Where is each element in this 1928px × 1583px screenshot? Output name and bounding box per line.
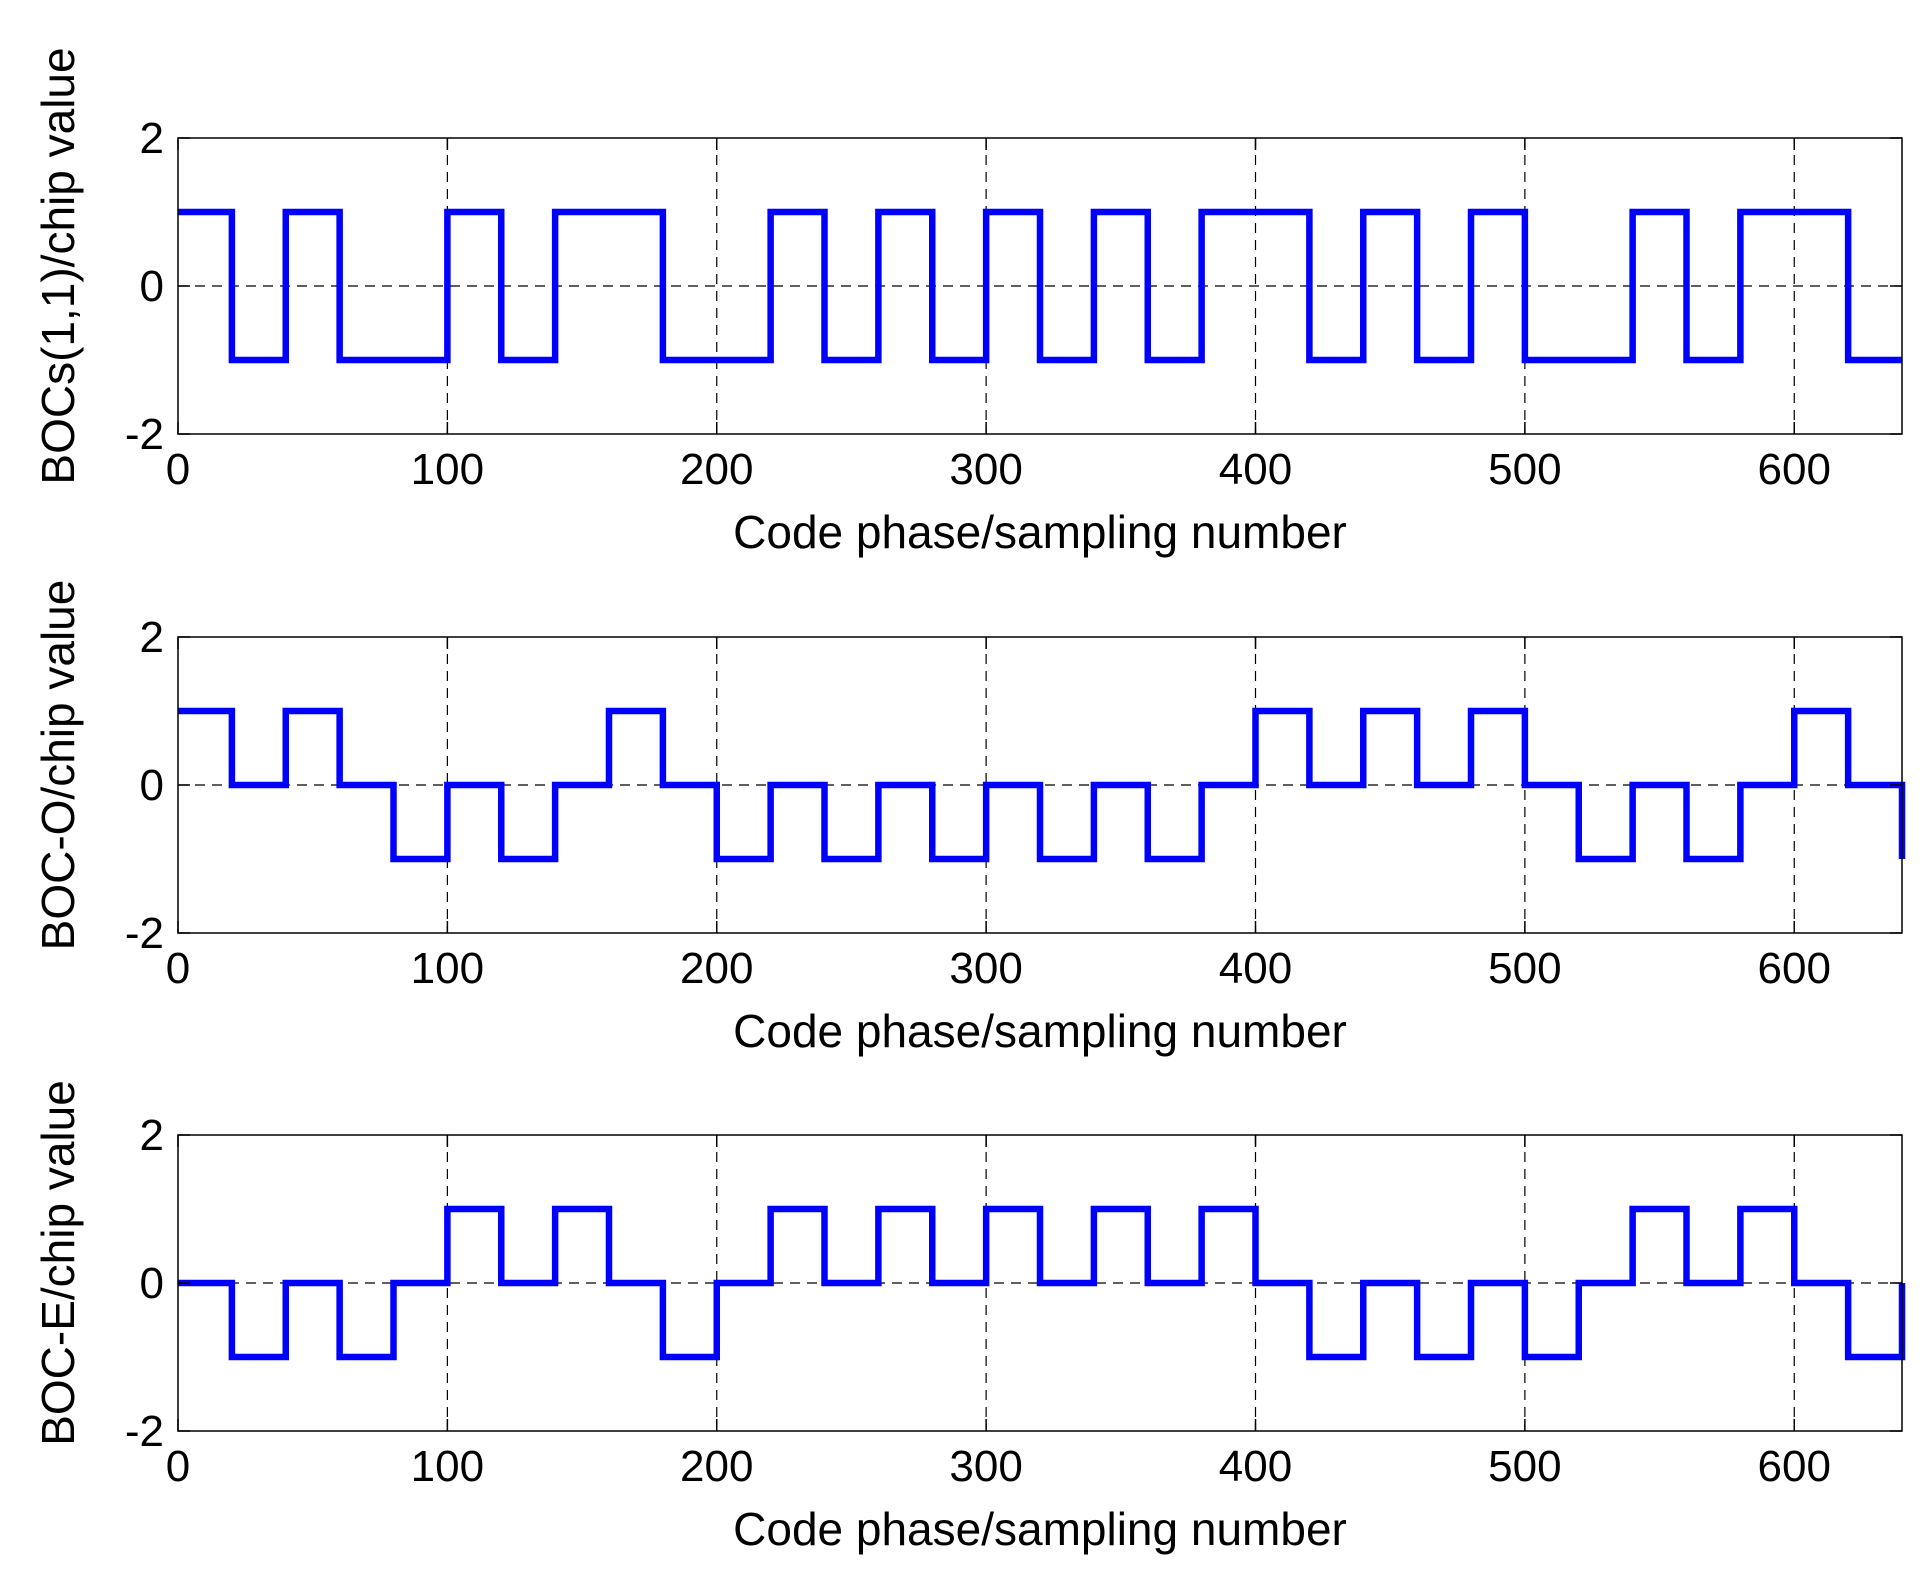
x-tick-label: 600 xyxy=(1758,445,1831,494)
x-tick-label: 0 xyxy=(166,445,190,494)
x-tick-label: 200 xyxy=(680,445,753,494)
series-layer xyxy=(178,707,1906,863)
tick-marks xyxy=(177,636,1902,934)
x-tick-label: 400 xyxy=(1219,445,1292,494)
x-tick-label: 200 xyxy=(680,944,753,993)
y-axis-label: BOC-O/chip value xyxy=(32,580,84,951)
x-tick-label: 100 xyxy=(411,944,484,993)
grid-lines xyxy=(178,637,1902,933)
x-tick-label: 500 xyxy=(1488,944,1561,993)
x-tick-label: 0 xyxy=(166,944,190,993)
x-tick-label: 500 xyxy=(1488,1442,1561,1491)
x-tick-label: 600 xyxy=(1758,1442,1831,1491)
y-tick-label: 0 xyxy=(140,761,164,810)
tick-marks xyxy=(177,137,1902,435)
series-line-boc-o xyxy=(178,707,1906,863)
x-tick-label: 300 xyxy=(949,1442,1022,1491)
y-tick-label: -2 xyxy=(125,1407,164,1456)
x-axis-label: Code phase/sampling number xyxy=(733,1005,1347,1057)
x-tick-label: 200 xyxy=(680,1442,753,1491)
x-tick-label: 500 xyxy=(1488,445,1561,494)
x-tick-label: 300 xyxy=(949,944,1022,993)
x-axis-label: Code phase/sampling number xyxy=(733,506,1347,558)
y-tick-labels: -2 0 2 xyxy=(125,114,164,459)
x-axis-label: Code phase/sampling number xyxy=(733,1503,1347,1555)
x-tick-label: 400 xyxy=(1219,1442,1292,1491)
y-tick-label: -2 xyxy=(125,410,164,459)
y-axis-label: BOCs(1,1)/chip value xyxy=(32,47,84,484)
y-tick-label: -2 xyxy=(125,909,164,958)
series-layer xyxy=(178,1205,1906,1361)
series-line-bocs xyxy=(178,208,1902,364)
y-tick-label: 2 xyxy=(140,613,164,662)
x-tick-labels: 0 100 200 300 400 500 600 xyxy=(166,445,1831,494)
x-tick-label: 300 xyxy=(949,445,1022,494)
x-tick-label: 600 xyxy=(1758,944,1831,993)
y-tick-label: 2 xyxy=(140,114,164,163)
x-tick-labels: 0 100 200 300 400 500 600 xyxy=(166,1442,1831,1491)
x-tick-labels: 0 100 200 300 400 500 600 xyxy=(166,944,1831,993)
tick-marks xyxy=(177,1134,1902,1432)
x-tick-label: 100 xyxy=(411,445,484,494)
y-tick-labels: -2 0 2 xyxy=(125,613,164,958)
x-tick-label: 0 xyxy=(166,1442,190,1491)
series-layer xyxy=(178,208,1902,364)
series-line-boc-e xyxy=(178,1205,1906,1361)
x-tick-label: 400 xyxy=(1219,944,1292,993)
y-tick-label: 2 xyxy=(140,1111,164,1160)
grid-lines xyxy=(178,138,1902,434)
y-tick-label: 0 xyxy=(140,262,164,311)
y-tick-label: 0 xyxy=(140,1259,164,1308)
y-axis-label: BOC-E/chip value xyxy=(32,1080,84,1446)
y-tick-labels: -2 0 2 xyxy=(125,1111,164,1456)
x-tick-label: 100 xyxy=(411,1442,484,1491)
